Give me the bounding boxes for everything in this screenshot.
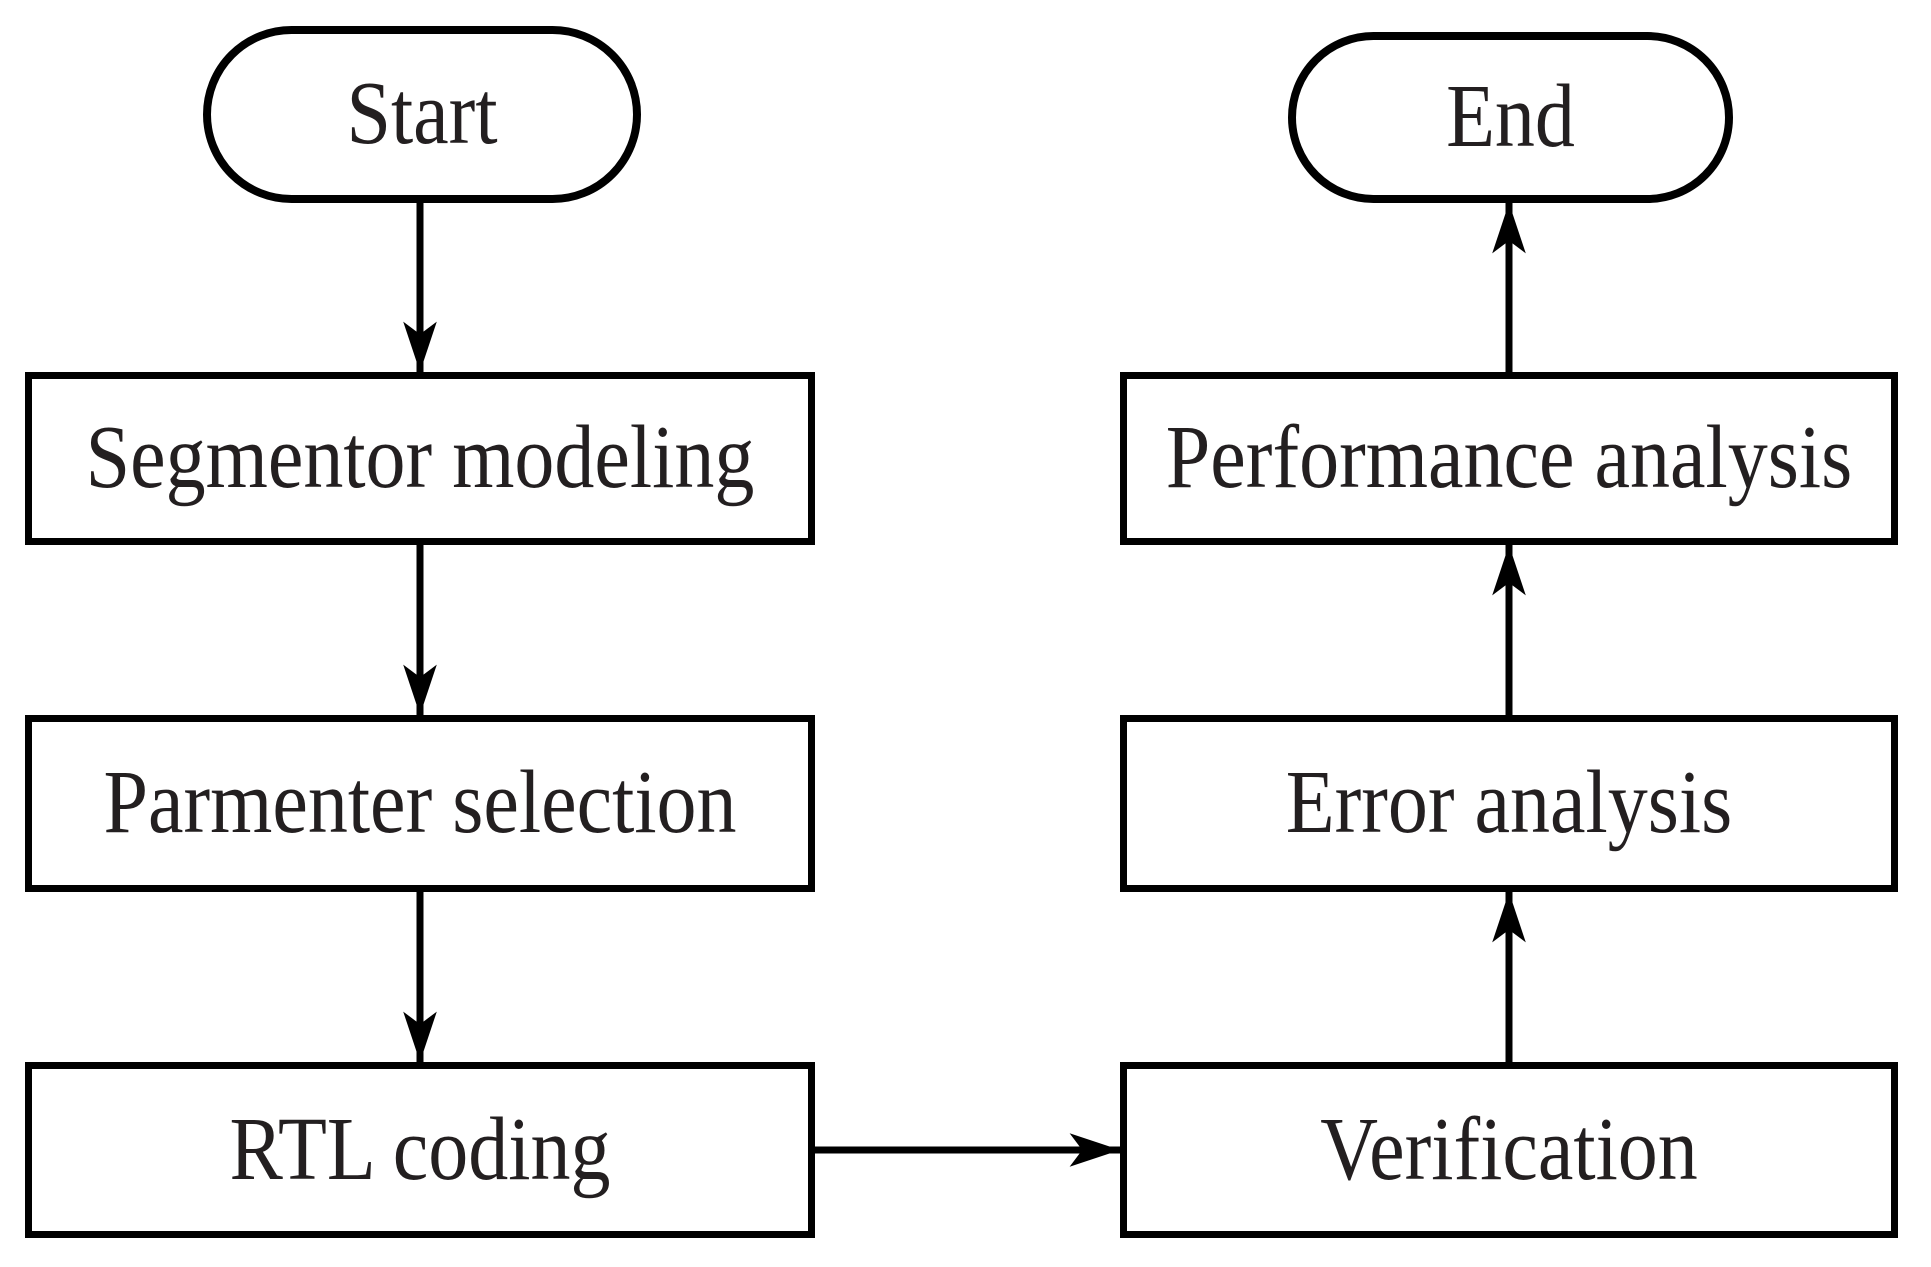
node-rtl-coding-label: RTL coding	[229, 1100, 611, 1199]
node-verification-label: Verification	[1320, 1100, 1698, 1199]
node-segmentor-modeling: Segmentor modeling	[25, 372, 815, 545]
node-parmenter-selection: Parmenter selection	[25, 715, 815, 892]
node-performance-analysis: Performance analysis	[1120, 372, 1898, 545]
node-start-label: Start	[346, 64, 498, 164]
node-performance-analysis-label: Performance analysis	[1165, 408, 1853, 508]
node-segmentor-modeling-label: Segmentor modeling	[85, 408, 755, 508]
node-error-analysis: Error analysis	[1120, 715, 1898, 892]
node-verification: Verification	[1120, 1062, 1898, 1238]
node-end: End	[1288, 32, 1733, 203]
node-error-analysis-label: Error analysis	[1285, 753, 1733, 853]
node-start: Start	[203, 26, 641, 203]
node-end-label: End	[1446, 67, 1575, 167]
node-rtl-coding: RTL coding	[25, 1062, 815, 1238]
node-parmenter-selection-label: Parmenter selection	[103, 753, 737, 853]
